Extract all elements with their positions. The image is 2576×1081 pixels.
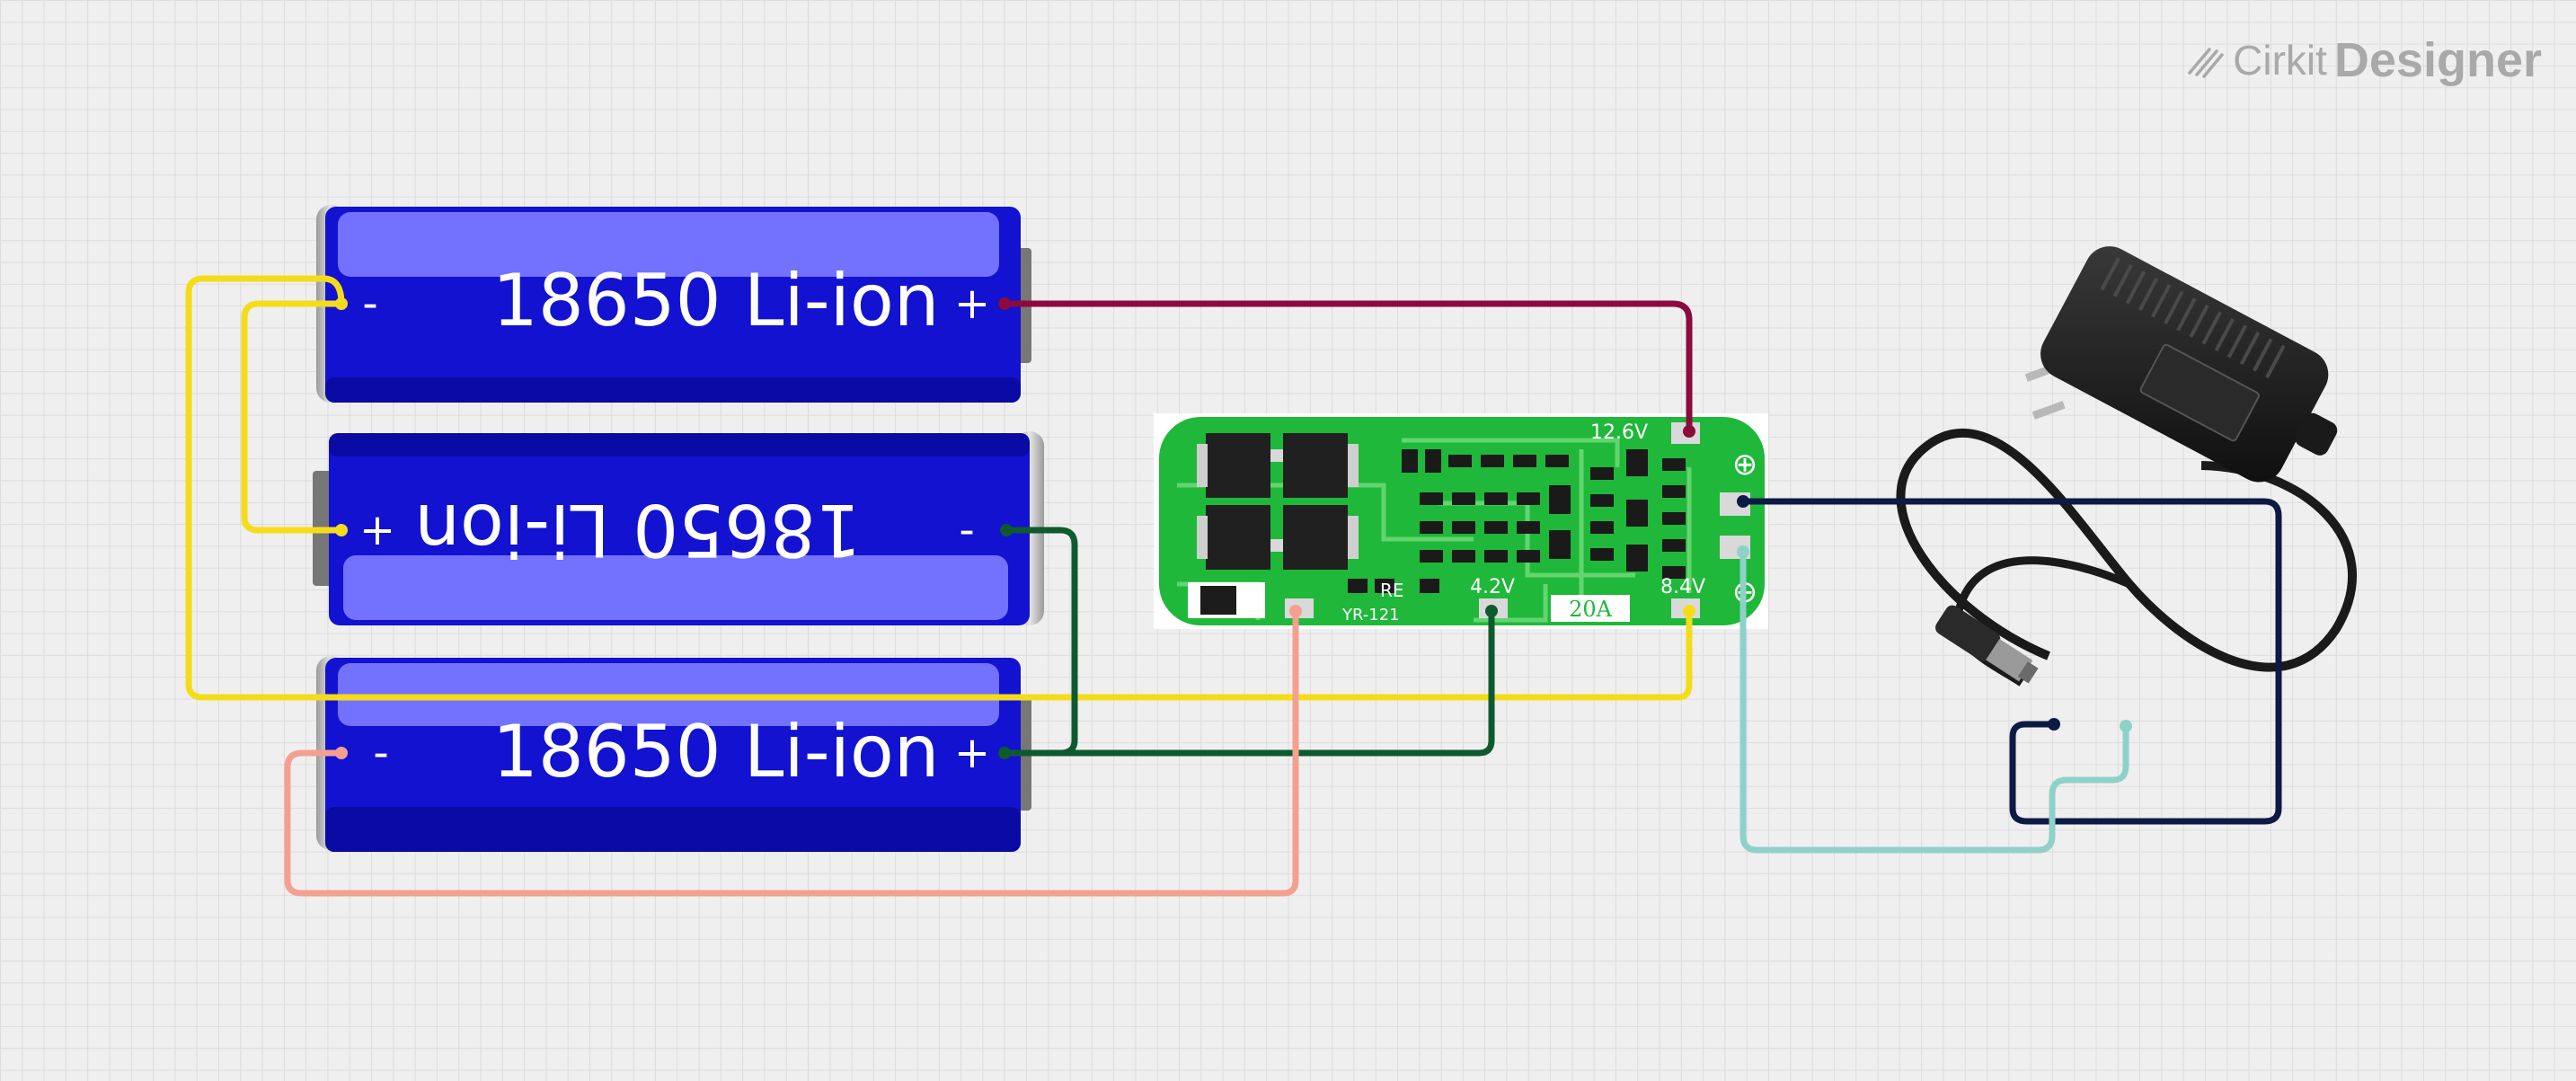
- wire-navy: [1739, 498, 2282, 825]
- bms-shunt: [1200, 586, 1236, 615]
- wire-endpoint-salmon[interactable]: [1289, 605, 1302, 617]
- bms-smd-components: [1348, 449, 1686, 593]
- battery-1[interactable]: 18650 Li-ion - +: [316, 205, 1031, 403]
- adapter-rating-label: [2139, 343, 2260, 442]
- bms-label-current: 20A: [1569, 597, 1613, 622]
- logo-product-text: Designer: [2333, 33, 2542, 87]
- wire-endpoint-yellow[interactable]: [335, 524, 348, 536]
- battery-2-negative-label: -: [959, 505, 974, 555]
- wire-endpoint-teal[interactable]: [2120, 720, 2132, 732]
- battery-2[interactable]: 18650 Li-ion + -: [313, 431, 1044, 625]
- wire-endpoints: [335, 297, 2132, 759]
- wire-green-2: [1001, 607, 1495, 757]
- wire-endpoint-navy[interactable]: [1737, 495, 1749, 508]
- bms-label-8v4: 8.4V: [1660, 576, 1705, 598]
- wire-salmon: [284, 607, 1299, 897]
- battery-3-negative-label: -: [373, 728, 388, 778]
- wire-endpoint-red[interactable]: [1683, 425, 1695, 438]
- battery-1-highlight: [338, 212, 999, 277]
- wire-endpoint-yellow[interactable]: [1683, 605, 1695, 617]
- barrel-plug: [1935, 605, 2039, 684]
- bms-board[interactable]: 12.6V 4.2V 8.4V RE YR-121 20A ⊕ ⊖: [1154, 413, 1768, 629]
- cirkit-logo-icon: [2188, 48, 2224, 78]
- wire-yellow-1: [185, 275, 1693, 701]
- bms-label-4v2: 4.2V: [1470, 576, 1515, 598]
- cirkit-designer-logo: Cirkit Designer: [2186, 32, 2542, 88]
- bms-label-12v6: 12.6V: [1590, 421, 1648, 444]
- battery-3-label: 18650 Li-ion: [492, 710, 939, 793]
- wire-teal: [1739, 548, 2129, 854]
- battery-2-positive-label: +: [359, 505, 395, 555]
- battery-2-highlight: [343, 555, 1008, 620]
- adapter-ribs: [2100, 257, 2286, 379]
- wire-endpoint-teal[interactable]: [1737, 545, 1749, 558]
- wire-endpoint-navy[interactable]: [2048, 718, 2060, 731]
- battery-1-negative-label: -: [362, 279, 377, 329]
- battery-3-positive-label: +: [954, 728, 990, 778]
- bms-plus-symbol: ⊕: [1732, 447, 1758, 483]
- battery-3[interactable]: 18650 Li-ion - +: [316, 656, 1031, 852]
- wire-endpoint-green[interactable]: [1000, 524, 1013, 536]
- bms-current-badge: [1551, 595, 1630, 622]
- battery-1-positive-label: +: [954, 279, 990, 329]
- wire-endpoint-salmon[interactable]: [335, 747, 348, 759]
- battery-1-label: 18650 Li-ion: [492, 259, 939, 342]
- wires: [185, 275, 2282, 897]
- wire-yellow-2: [241, 300, 345, 534]
- wire-endpoint-yellow[interactable]: [335, 297, 348, 310]
- power-adapter[interactable]: [1896, 237, 2366, 689]
- bms-mosfets: [1197, 433, 1359, 570]
- wire-endpoint-green[interactable]: [1485, 605, 1498, 617]
- bms-label-re: RE: [1380, 580, 1404, 601]
- battery-2-label: 18650 Li-ion: [414, 488, 861, 572]
- bms-label-model: YR-121: [1341, 606, 1400, 625]
- logo-brand-text: Cirkit: [2233, 37, 2327, 84]
- wire-red: [1001, 300, 1693, 435]
- wire-endpoint-red[interactable]: [998, 297, 1011, 310]
- wire-endpoint-green[interactable]: [998, 747, 1011, 759]
